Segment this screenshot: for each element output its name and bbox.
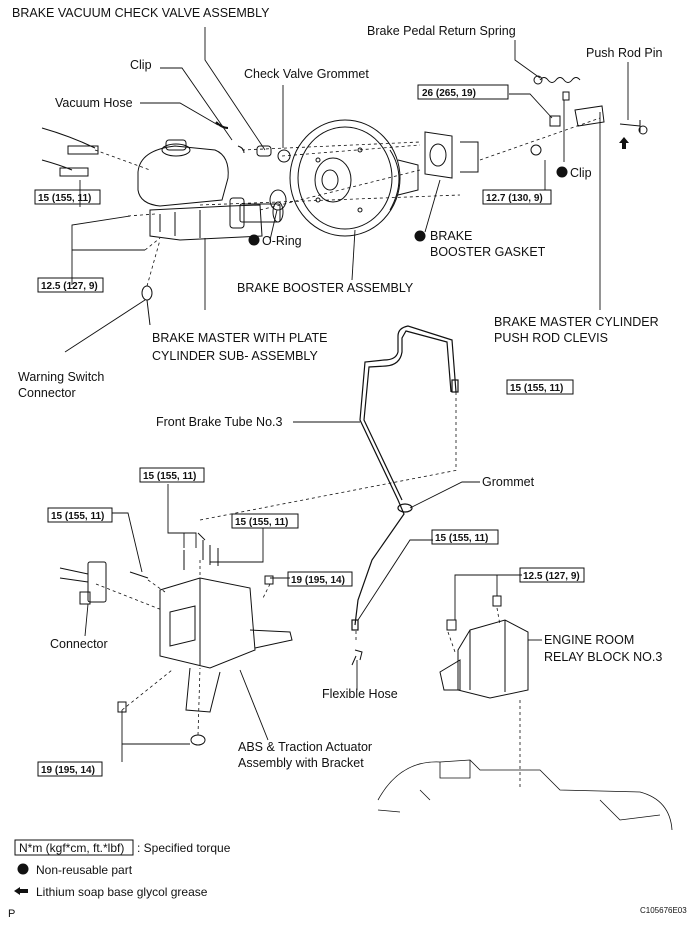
label-booster-gasket-1: BRAKE bbox=[430, 229, 472, 243]
label-relay-block-1: ENGINE ROOM bbox=[544, 633, 634, 647]
label-clevis-1: BRAKE MASTER CYLINDER bbox=[494, 315, 659, 329]
label-flexible-hose: Flexible Hose bbox=[322, 687, 398, 701]
label-warning-switch-2: Connector bbox=[18, 386, 76, 400]
label-booster-gasket-2: BOOSTER GASKET bbox=[430, 245, 546, 259]
label-vacuum-check-valve: BRAKE VACUUM CHECK VALVE ASSEMBLY bbox=[12, 6, 270, 20]
legend-grease: Lithium soap base glycol grease bbox=[36, 885, 208, 899]
label-abs-1: ABS & Traction Actuator bbox=[238, 740, 372, 754]
label-front-brake-tube: Front Brake Tube No.3 bbox=[156, 415, 283, 429]
legend: N*m (kgf*cm, ft.*lbf) : Specified torque… bbox=[19, 841, 231, 899]
label-push-rod-pin: Push Rod Pin bbox=[586, 46, 662, 60]
torque-26: 26 (265, 19) bbox=[422, 88, 476, 99]
label-clip-right: Clip bbox=[570, 166, 592, 180]
abs-actuator-drawing bbox=[117, 540, 293, 746]
torque-15-c: 15 (155, 11) bbox=[143, 471, 196, 482]
grease-arrows bbox=[14, 137, 629, 895]
legend-torque-text: : Specified torque bbox=[137, 841, 231, 855]
booster-gasket-drawing bbox=[424, 131, 479, 179]
label-master-plate-1: BRAKE MASTER WITH PLATE bbox=[152, 331, 328, 345]
legend-nonreusable: Non-reusable part bbox=[36, 863, 133, 877]
legend-torque-box: N*m (kgf*cm, ft.*lbf) bbox=[19, 841, 124, 855]
label-pedal-return-spring: Brake Pedal Return Spring bbox=[367, 24, 516, 38]
footer-page-marker: P bbox=[8, 908, 15, 920]
label-clevis-2: PUSH ROD CLEVIS bbox=[494, 331, 608, 345]
nonreusable-markers bbox=[17, 166, 568, 875]
label-connector: Connector bbox=[50, 637, 108, 651]
front-brake-tube-drawing bbox=[351, 325, 459, 631]
torque-19-b: 19 (195, 14) bbox=[41, 765, 95, 776]
torque-15-f: 15 (155, 11) bbox=[435, 533, 488, 544]
label-relay-block-2: RELAY BLOCK NO.3 bbox=[544, 650, 662, 664]
torque-15-e: 15 (155, 11) bbox=[235, 517, 288, 528]
vacuum-hose-drawing bbox=[41, 127, 99, 177]
flexible-hose-drawing bbox=[351, 649, 363, 666]
label-clip-top: Clip bbox=[130, 58, 152, 72]
label-warning-switch-1: Warning Switch bbox=[18, 370, 104, 384]
master-cylinder-drawing bbox=[137, 139, 284, 241]
relay-block-drawing bbox=[439, 595, 529, 699]
label-grommet: Grommet bbox=[482, 475, 535, 489]
torque-12-7: 12.7 (130, 9) bbox=[486, 193, 543, 204]
brake-booster-drawing bbox=[289, 119, 419, 237]
warning-switch-drawing bbox=[141, 285, 153, 326]
torque-15-d: 15 (155, 11) bbox=[51, 511, 104, 522]
label-check-valve-grommet: Check Valve Grommet bbox=[244, 67, 369, 81]
label-abs-2: Assembly with Bracket bbox=[238, 756, 364, 770]
torque-19-a: 19 (195, 14) bbox=[291, 575, 345, 586]
label-vacuum-hose: Vacuum Hose bbox=[55, 96, 133, 110]
vehicle-body-drawing bbox=[377, 759, 673, 831]
abs-connector-drawing bbox=[59, 561, 149, 605]
torque-12-5-a: 12.5 (127, 9) bbox=[41, 281, 98, 292]
small-hardware-drawing bbox=[215, 75, 648, 211]
torque-boxes bbox=[14, 84, 585, 856]
label-o-ring: O-Ring bbox=[262, 234, 302, 248]
torque-15-a: 15 (155, 11) bbox=[38, 193, 91, 204]
leader-lines bbox=[64, 27, 629, 762]
torque-12-5-b: 12.5 (127, 9) bbox=[523, 571, 580, 582]
footer-figure-code: C105676E03 bbox=[640, 906, 687, 915]
label-master-plate-2: CYLINDER SUB- ASSEMBLY bbox=[152, 349, 318, 363]
torque-15-b: 15 (155, 11) bbox=[510, 383, 563, 394]
assembly-dash-lines bbox=[94, 117, 601, 790]
label-booster-assembly: BRAKE BOOSTER ASSEMBLY bbox=[237, 281, 414, 295]
